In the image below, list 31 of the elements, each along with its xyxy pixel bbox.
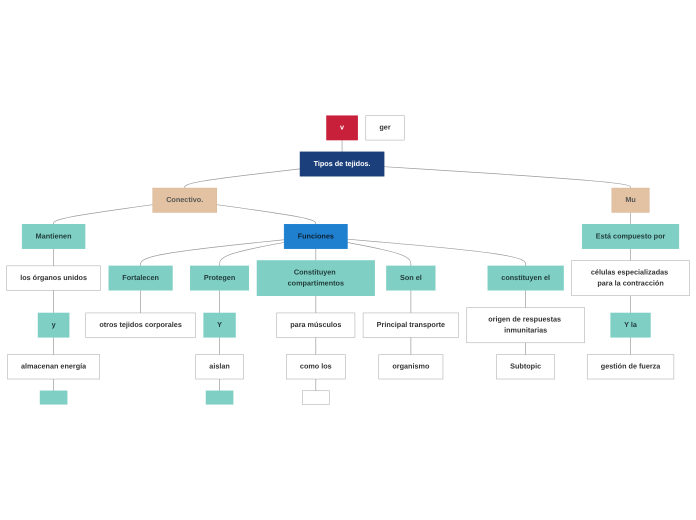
connector [53,337,54,355]
node-box [206,390,234,405]
connector [347,238,526,266]
connector [216,204,316,225]
connector [630,337,631,355]
connector [315,378,316,392]
connector [630,212,631,225]
connector [140,239,284,266]
connector [525,290,526,308]
connector [410,290,412,314]
connector [630,295,631,314]
connector [315,295,316,314]
connector [347,242,412,266]
connector [630,248,631,261]
connector [525,342,526,355]
connector [53,248,54,266]
connector [219,242,284,266]
connector [315,337,316,355]
connector [219,378,220,392]
node-box [302,390,330,405]
connector [184,168,300,188]
connector [315,248,316,261]
connector [410,337,412,355]
node-box [40,390,68,405]
connector [219,290,220,314]
connector [140,290,141,314]
connector [219,337,220,355]
connector [384,166,631,188]
connector [53,290,54,314]
connector [53,204,153,225]
connector [53,378,54,392]
